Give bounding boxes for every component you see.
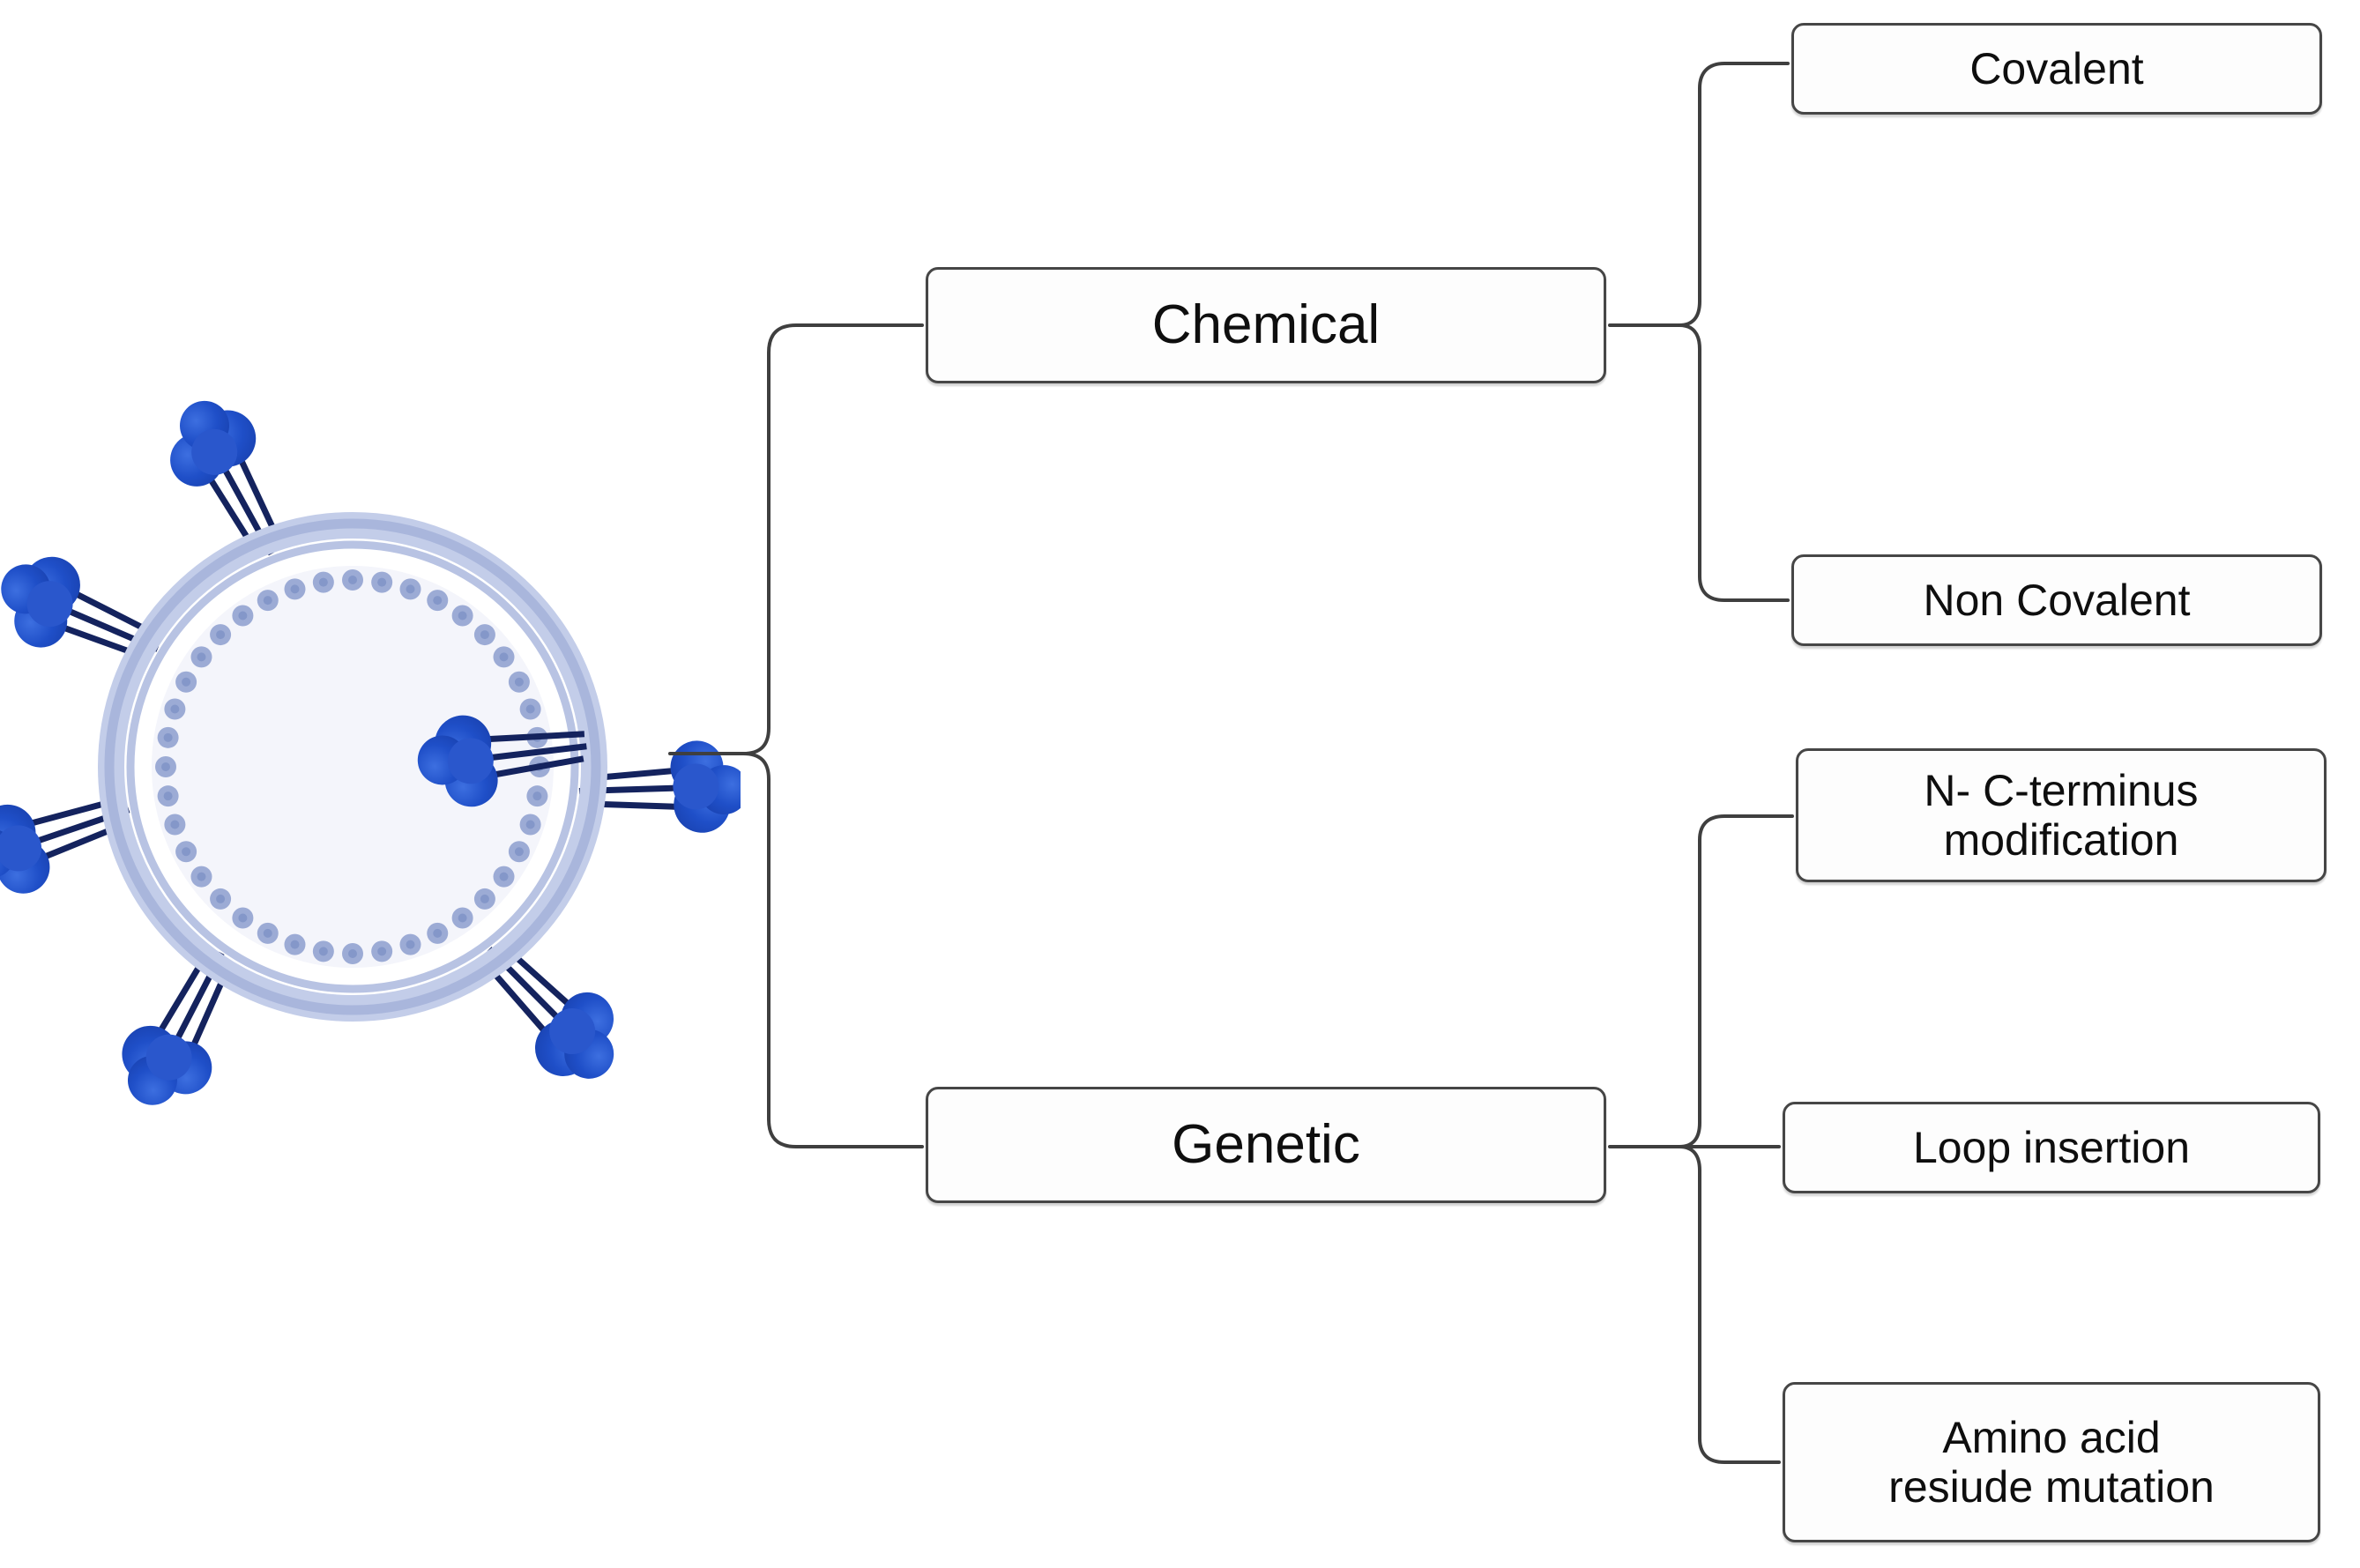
capsid-dot-core <box>263 928 272 938</box>
capsid-dot-core <box>263 596 272 606</box>
connector-root-brace <box>741 323 924 755</box>
node-non-covalent-label: Non Covalent <box>1923 576 2191 625</box>
node-covalent[interactable]: Covalent <box>1791 23 2322 115</box>
node-genetic[interactable]: Genetic <box>926 1087 1606 1203</box>
capsid-dot-core <box>290 940 300 949</box>
connector-genetic-amino <box>1678 1145 1781 1464</box>
capsid-dot-core <box>348 949 357 958</box>
connector-root-brace-lower <box>741 752 924 1148</box>
capsid-dot-core <box>377 947 387 956</box>
node-n-c-terminus-modification[interactable]: N- C-terminus modification <box>1796 748 2326 882</box>
capsid-dot-core <box>170 704 180 714</box>
capsid-dot-core <box>348 576 357 584</box>
node-genetic-label: Genetic <box>1172 1114 1360 1176</box>
capsid-dot-core <box>290 584 300 594</box>
capsid-dot-core <box>433 928 443 938</box>
capsid-dot-core <box>499 652 509 662</box>
capsid-dot-core <box>238 913 248 923</box>
capsid-dot-core <box>406 584 415 594</box>
connector-chemical-noncovalent <box>1678 323 1790 602</box>
capsid-dot-core <box>480 894 489 903</box>
capsid-dot-core <box>499 872 509 881</box>
capsid-dot-core <box>514 847 524 857</box>
node-non-covalent[interactable]: Non Covalent <box>1791 554 2322 646</box>
node-n-c-terminus-line1: N- C-terminus <box>1924 766 2199 815</box>
capsid-dot-core <box>458 913 467 923</box>
node-loop-insertion-label: Loop insertion <box>1912 1123 2191 1172</box>
node-chemical-label: Chemical <box>1151 294 1381 356</box>
capsid-dot-core <box>406 940 415 949</box>
capsid-dot-core <box>163 791 173 801</box>
virus-envelope-line <box>104 518 601 1015</box>
capsid-dot-core <box>377 577 387 587</box>
node-chemical[interactable]: Chemical <box>926 267 1606 383</box>
virus-lumen <box>152 566 554 968</box>
connector-genetic-nterm <box>1678 814 1794 1148</box>
virus-particle-icon <box>0 379 741 1155</box>
virus-capsid-dot-ring <box>155 569 550 964</box>
capsid-dot-core <box>170 820 180 829</box>
capsid-dot-core <box>532 791 542 801</box>
node-n-c-terminus-line2: modification <box>1943 815 2179 865</box>
node-amino-acid-residue-mutation[interactable]: Amino acid resiude mutation <box>1783 1382 2320 1542</box>
node-loop-insertion[interactable]: Loop insertion <box>1783 1102 2320 1193</box>
capsid-dot-core <box>433 596 443 606</box>
capsid-dot-core <box>197 872 206 881</box>
capsid-dot-core <box>318 577 328 587</box>
node-n-c-terminus-label: N- C-terminus modification <box>1924 766 2198 865</box>
connector-chemical-covalent <box>1678 62 1790 327</box>
node-amino-acid-line2: resiude mutation <box>1888 1462 2215 1512</box>
capsid-dot-core <box>161 762 170 771</box>
node-amino-acid-line1: Amino acid <box>1942 1413 2161 1462</box>
capsid-dot-core <box>525 820 535 829</box>
capsid-dot-core <box>197 652 206 662</box>
virus-envelope-inner-line <box>126 540 579 993</box>
capsid-dot-core <box>216 630 226 640</box>
capsid-dot-core <box>480 630 489 640</box>
capsid-dot-core <box>163 732 173 742</box>
capsid-dot-core <box>525 704 535 714</box>
capsid-dot-core <box>458 611 467 621</box>
capsid-dot-core <box>238 611 248 621</box>
capsid-dot-core <box>318 947 328 956</box>
capsid-dot-core <box>182 677 191 687</box>
capsid-dot-core <box>216 894 226 903</box>
node-covalent-label: Covalent <box>1969 44 2144 93</box>
capsid-dot-core <box>182 847 191 857</box>
capsid-dot-core <box>514 677 524 687</box>
node-amino-acid-label: Amino acid resiude mutation <box>1888 1413 2215 1512</box>
